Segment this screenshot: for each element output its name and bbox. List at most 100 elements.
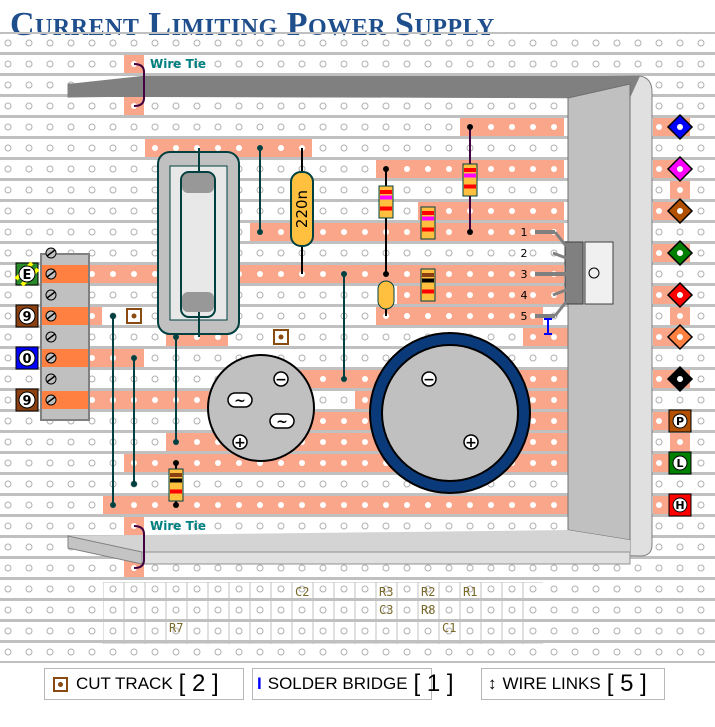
hole [46, 501, 54, 509]
hole [25, 186, 33, 194]
terminal-label-circle [18, 265, 36, 283]
hole [319, 144, 327, 152]
connector-hole [677, 334, 683, 340]
hole [256, 123, 264, 131]
hole [320, 418, 326, 424]
hole [487, 39, 495, 47]
cut-track-count: [ 2 ] [178, 670, 219, 697]
c1-plus-icon [463, 434, 479, 450]
wire-end [131, 481, 137, 487]
hole [319, 396, 327, 404]
resistor-band [380, 201, 392, 205]
connector-hole [677, 166, 683, 172]
c1-minus-icon [421, 371, 437, 387]
hole [4, 249, 12, 257]
hole [550, 627, 558, 635]
hole [592, 606, 600, 614]
hole [551, 124, 557, 130]
terminal-label: 0 [22, 352, 31, 367]
screw-slot [46, 249, 56, 257]
connector-label: L [676, 457, 683, 470]
hole [592, 585, 600, 593]
hole [571, 648, 579, 656]
hole [403, 249, 411, 257]
terminal-label-circle [18, 391, 36, 409]
hole [340, 522, 348, 530]
hole [194, 397, 200, 403]
hole [382, 60, 390, 68]
hole [89, 355, 95, 361]
hole [278, 502, 284, 508]
hole [130, 144, 138, 152]
hole [46, 228, 54, 236]
hole [341, 229, 347, 235]
wire-tie-icon [133, 525, 145, 569]
hole [4, 459, 12, 467]
hole [172, 606, 180, 614]
hole [676, 60, 684, 68]
hole [88, 102, 96, 110]
hole [697, 564, 705, 572]
hole [382, 123, 390, 131]
resistor-band [422, 278, 434, 283]
hole [46, 480, 54, 488]
hole [571, 564, 579, 572]
hole [446, 229, 452, 235]
connector-label: P [676, 415, 684, 428]
hole [298, 291, 306, 299]
hole [487, 60, 495, 68]
hole [340, 144, 348, 152]
resistor-band [170, 478, 182, 483]
hole [340, 123, 348, 131]
hole [445, 648, 453, 656]
hole [529, 144, 537, 152]
hole [151, 627, 159, 635]
hole [277, 123, 285, 131]
hole [551, 418, 557, 424]
copper-track [397, 286, 564, 304]
hole [67, 648, 75, 656]
hole [152, 271, 158, 277]
hole [382, 144, 390, 152]
hole [256, 627, 264, 635]
hole [4, 186, 12, 194]
hole [257, 271, 263, 277]
hole [298, 585, 306, 593]
regulator-pin-label: 4 [521, 289, 528, 302]
hole [613, 627, 621, 635]
hole [109, 207, 117, 215]
hole [508, 102, 516, 110]
hole [676, 144, 684, 152]
hole [67, 564, 75, 572]
hole [676, 543, 684, 551]
hole [466, 564, 474, 572]
hole [25, 438, 33, 446]
hole [4, 396, 12, 404]
hole [529, 60, 537, 68]
hole [697, 333, 705, 341]
hole [404, 166, 410, 172]
terminal-label: E [23, 268, 32, 283]
hole [676, 564, 684, 572]
terminal-label: 9 [22, 394, 31, 409]
hole [25, 81, 33, 89]
hole [4, 627, 12, 635]
hole [194, 502, 200, 508]
hole [277, 165, 285, 173]
hole [235, 522, 243, 530]
hole [634, 627, 642, 635]
hole [340, 249, 348, 257]
hole [25, 333, 33, 341]
hole [403, 186, 411, 194]
hole [298, 354, 306, 362]
terminal-label-circle [18, 349, 36, 367]
hole [319, 312, 327, 320]
hole [256, 249, 264, 257]
hole [25, 585, 33, 593]
resistor-band [464, 168, 476, 172]
hole [25, 60, 33, 68]
hole [676, 39, 684, 47]
hole [571, 39, 579, 47]
